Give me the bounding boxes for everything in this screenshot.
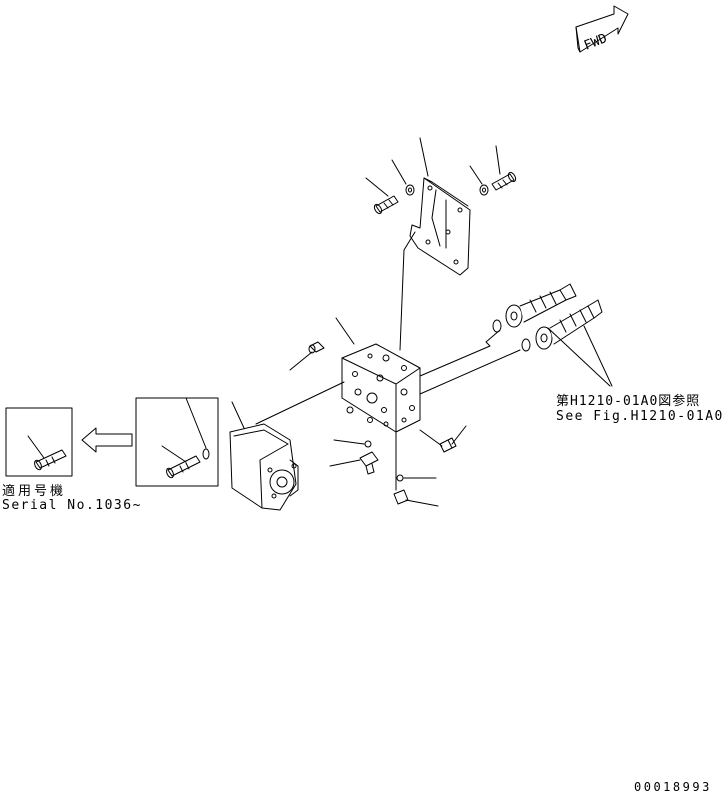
o-ring-mid-icon bbox=[364, 440, 372, 448]
alternate-part-arrow-icon bbox=[81, 427, 133, 453]
serial-part-box bbox=[5, 407, 73, 477]
bracket-bolt-right bbox=[491, 171, 517, 191]
hose-fitting-lower bbox=[535, 299, 603, 350]
part-group-box bbox=[135, 397, 219, 487]
pump-washer-icon bbox=[202, 448, 210, 460]
pump-bolt bbox=[166, 455, 201, 479]
serial-label-en: Serial No.1036~ bbox=[2, 498, 142, 513]
elbow-fitting-icon bbox=[359, 451, 379, 475]
mounting-bracket bbox=[399, 177, 471, 351]
o-ring-bottom-icon bbox=[396, 474, 404, 482]
serial-label-jp: 適用号機 bbox=[2, 484, 67, 499]
valve-block bbox=[341, 343, 421, 433]
plug-bottom-icon bbox=[393, 489, 409, 505]
o-ring-lower-icon bbox=[521, 338, 531, 352]
fwd-arrow-icon: FWD bbox=[575, 5, 629, 54]
hose-fitting-upper bbox=[505, 283, 577, 328]
reference-label-en: See Fig.H1210-01A0 bbox=[556, 409, 724, 424]
washer-left-icon bbox=[405, 184, 415, 196]
bracket-bolt-left bbox=[373, 195, 399, 215]
washer-right-icon bbox=[479, 184, 489, 196]
reference-label-jp: 第H1210-01A0図参照 bbox=[556, 394, 701, 409]
plug-left-icon bbox=[308, 341, 325, 354]
drawing-number: 00018993 bbox=[634, 780, 712, 794]
pump-unit bbox=[229, 423, 299, 511]
block-bolt-right bbox=[439, 437, 457, 453]
